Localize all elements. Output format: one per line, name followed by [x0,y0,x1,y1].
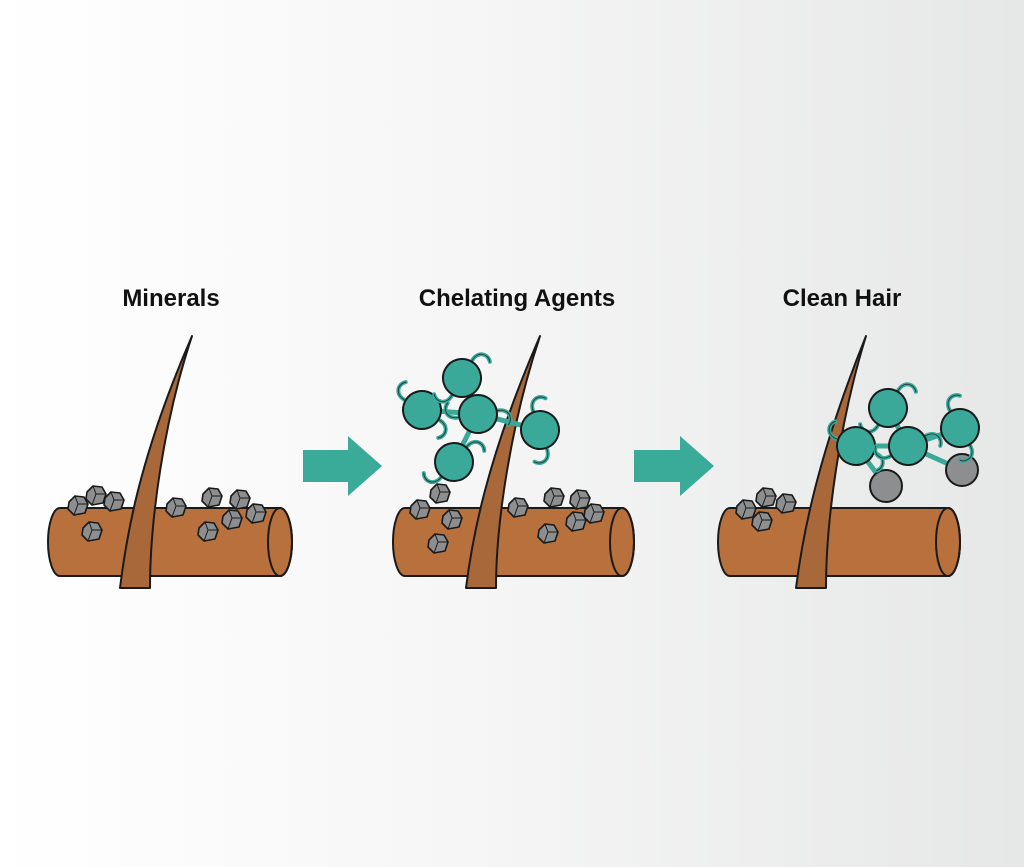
hair-with-minerals-icon [47,335,293,589]
chelated-minerals-complex [818,369,995,503]
clean-hair-icon [717,335,995,589]
stage-title-chelating-agents: Chelating Agents [419,285,615,312]
chelator-molecules [383,339,571,501]
stage-title-clean-hair: Clean Hair [783,285,902,312]
hair-strand [119,335,193,589]
arrow-right-icon [634,436,714,496]
hair-strand [795,335,867,589]
chelating-agents-icon [383,335,635,589]
arrow-right-icon [303,436,382,496]
stage-title-minerals: Minerals [122,285,219,312]
scalp-section [717,507,961,577]
hair-strand [465,335,541,589]
